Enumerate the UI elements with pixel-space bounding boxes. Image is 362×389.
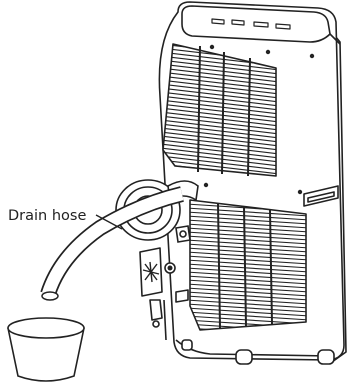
bucket-icon: [8, 318, 84, 381]
drain-hose-label: Drain hose: [8, 208, 86, 224]
control-panel: [182, 6, 330, 42]
air-conditioner-icon: [140, 2, 346, 364]
